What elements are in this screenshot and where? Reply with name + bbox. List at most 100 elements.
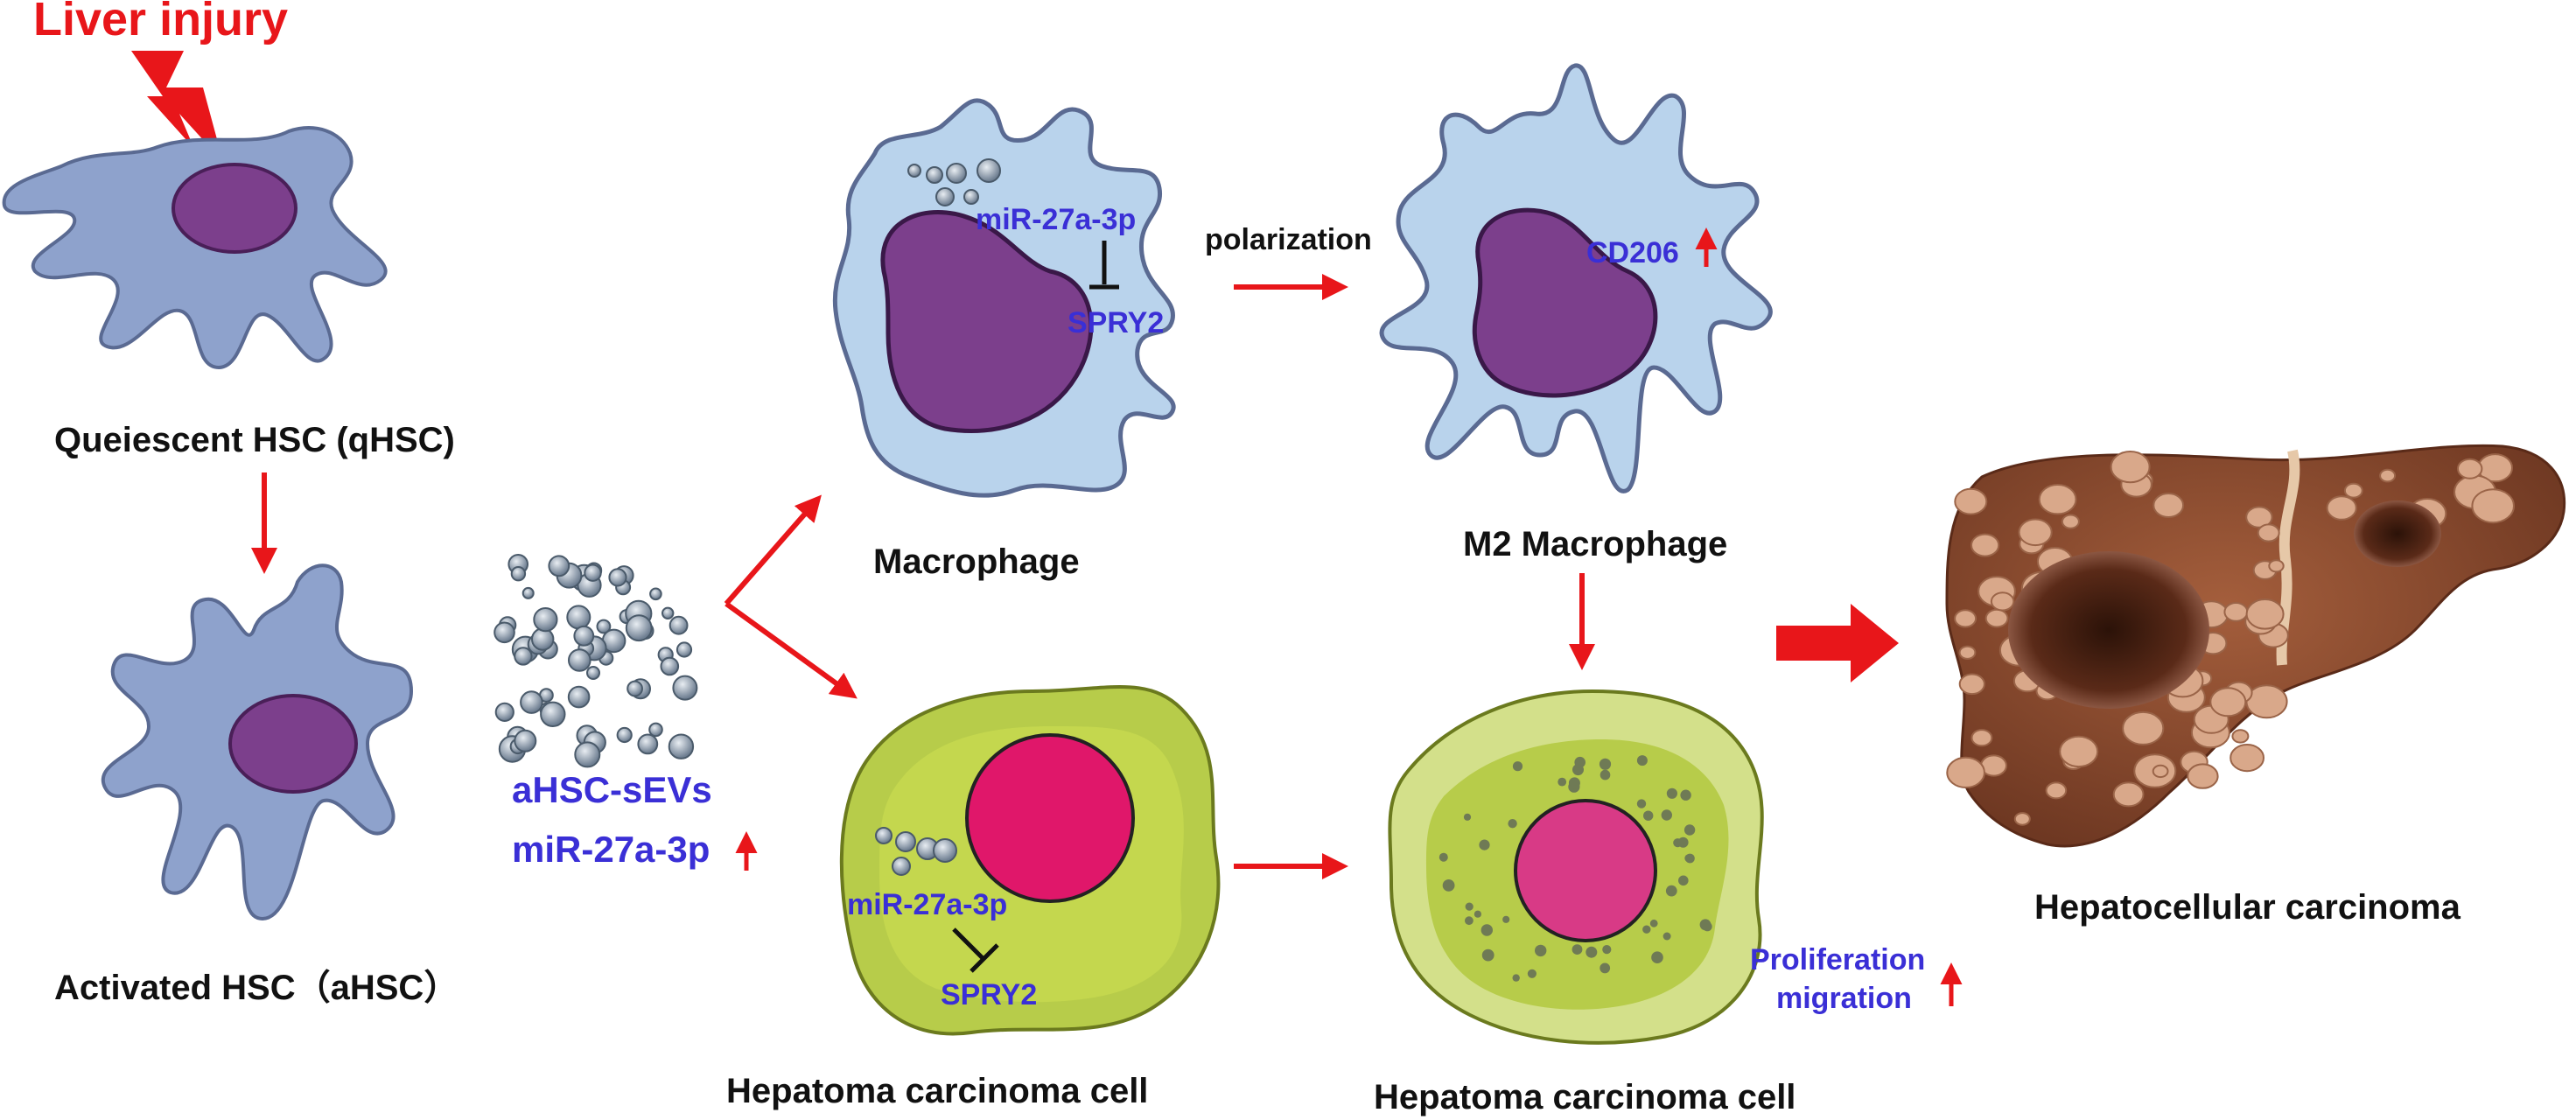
vesicle [648,722,663,738]
ahsc-label: Activated HSC（aHSC） [54,969,458,1007]
liver-nodule [2257,523,2280,542]
liver-nodule [2231,729,2250,744]
vesicle [596,619,612,634]
vesicle [608,568,627,587]
hcc-label: Hepatocellular carcinoma [2034,888,2461,927]
liver-nodule [2187,763,2219,789]
vesicle [662,606,675,620]
vesicle [568,648,592,672]
liver-nodule [2245,506,2273,528]
granule [1586,946,1598,958]
liver-tumor-large [2008,551,2209,709]
liver-nodule [2268,559,2285,573]
liver-nodule [1984,608,2009,628]
liver-nodule [2245,598,2285,630]
liver-tumor-small [2354,500,2441,567]
quiescent-hsc-cell [2,126,388,370]
liver-nodule [2110,451,2151,484]
hep-inhibition-line [952,928,986,962]
granule [1599,758,1612,770]
macrophage-cell [832,98,1176,498]
liver-nodule [2152,764,2169,779]
branch-arrow-up [724,494,822,606]
granule [1677,836,1689,848]
granule [1665,885,1677,897]
qhsc-label: Queiescent HSC (qHSC) [54,421,455,459]
liver-nodule [1954,487,1988,515]
granule [1438,852,1448,862]
m2-label: M2 Macrophage [1463,525,1727,564]
hepatoma-cell-1 [839,685,1221,1036]
hep-spry2-label: SPRY2 [941,978,1037,1012]
hepatoma2-granules [1438,755,1712,982]
vesicle [660,656,680,676]
extracellular-vesicles-cluster [494,554,698,768]
hepatoma1-vesicles [875,827,957,876]
liver-nodule [2018,518,2053,547]
granule [1685,853,1695,864]
vesicle [566,605,592,630]
granule [1636,755,1648,766]
granule [1481,948,1494,962]
vesicle [584,564,602,582]
liver-nodule [1954,609,1978,628]
branch-arrow-down [724,601,858,699]
vesicle [574,741,601,768]
granule [1572,944,1583,955]
granule [1463,813,1472,821]
granule [1568,777,1580,789]
liver-nodule [2152,493,2185,518]
macrophage-label: Macrophage [873,542,1080,581]
liver-nodule [1958,645,1977,660]
vesicle [494,621,515,644]
lightning-bolt-icon [131,51,223,162]
vesicle [510,566,527,582]
granule [1666,788,1677,799]
liver-nodule [2230,744,2265,773]
hepatoma-cell-2 [1388,689,1764,1045]
liver-nodule [2326,495,2357,521]
big-arrow-to-liver [1776,604,1899,682]
proliferation-label: Proliferation [1750,943,1925,976]
mac-mir-label: miR-27a-3p [976,203,1136,236]
hepatoma2-label: Hepatoma carcinoma cell [1374,1078,1796,1116]
vesicle [514,729,537,752]
granule [1512,974,1520,982]
vesicle [520,690,543,714]
activated-hsc-cell [101,564,414,921]
vesicle [676,641,693,658]
vesicle [531,627,555,651]
macrophage-nucleus [880,210,1094,433]
cd206-label: CD206 [1586,236,1679,270]
granule [1636,799,1647,808]
liver-nodule [2457,458,2483,480]
granule [1661,809,1673,821]
liver-nodule [2061,514,2080,529]
granule [1649,919,1658,928]
hepatoma1-nucleus [965,733,1135,903]
hepatoma2-nucleus [1514,799,1657,942]
vesicle [672,675,698,701]
vesicle [625,614,653,642]
liver-nodule [1946,756,1985,789]
liver-nodule [2112,781,2145,808]
hep-mir-label: miR-27a-3p [847,888,1007,921]
liver-nodule [2122,710,2165,746]
granule [1678,875,1689,886]
vesicle [533,607,558,633]
vesicle [626,680,643,697]
hep-inhibition-bar [970,943,999,973]
liver-nodule [2209,687,2247,718]
vesicle [548,555,570,578]
m2-nucleus [1472,207,1658,398]
liver-nodule [2343,482,2363,499]
vesicle [514,647,533,666]
granule [1479,839,1490,850]
m2-macrophage-cell [1379,63,1773,494]
liver-nodule [1958,673,1985,696]
sevs-mir-label: miR-27a-3p [512,829,710,870]
liver-nodule [1970,729,1993,747]
mac-spry2-label: SPRY2 [1068,306,1164,340]
